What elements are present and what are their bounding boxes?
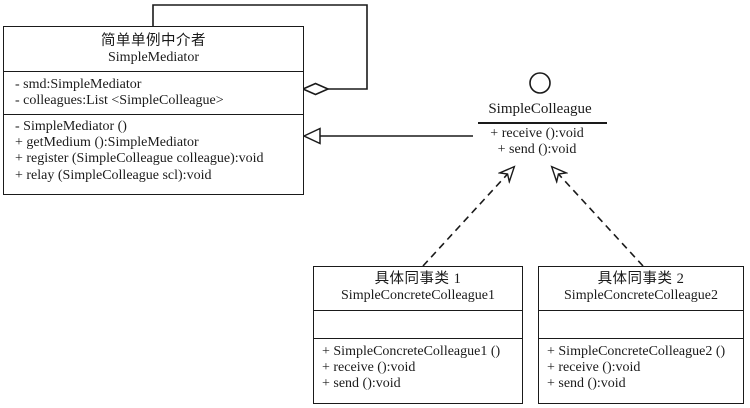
method-line: + relay (SimpleColleague scl):void (15, 167, 212, 183)
attribute-line: - colleagues:List <SimpleColleague> (15, 92, 224, 108)
class-attributes-compartment (314, 311, 522, 339)
class-name-en: SimpleConcreteColleague2 (564, 288, 718, 303)
class-box-simpleconcretecolleague2: 具体同事类 2 SimpleConcreteColleague2 + Simpl… (538, 266, 744, 404)
attribute-line: - smd:SimpleMediator (15, 76, 142, 92)
class-box-simpleconcretecolleague1: 具体同事类 1 SimpleConcreteColleague1 + Simpl… (313, 266, 523, 404)
method-line: - SimpleMediator () (15, 119, 127, 134)
class-title-compartment: 简单单例中介者 SimpleMediator (4, 27, 303, 72)
realization-connector-1 (422, 167, 514, 267)
colleague-to-mediator-connector (302, 127, 473, 145)
class-attributes-compartment (539, 311, 743, 339)
method-line: + receive ():void (322, 360, 416, 376)
class-name-cn: 具体同事类 2 (597, 271, 685, 287)
interface-method-line: + send ():void (497, 142, 577, 157)
method-line: + send ():void (322, 376, 401, 392)
class-attributes-compartment: - smd:SimpleMediator - colleagues:List <… (4, 72, 303, 115)
method-line: + getMedium ():SimpleMediator (15, 135, 199, 151)
self-aggregation-connector (152, 4, 368, 96)
class-methods-compartment: - SimpleMediator () + getMedium ():Simpl… (4, 115, 303, 184)
class-box-simplemediator: 简单单例中介者 SimpleMediator - smd:SimpleMedia… (3, 26, 304, 195)
class-methods-compartment: + SimpleConcreteColleague2 () + receive … (539, 339, 743, 393)
aggregation-diamond-icon (301, 82, 330, 96)
method-line: + SimpleConcreteColleague2 () (547, 344, 726, 359)
class-title-compartment: 具体同事类 2 SimpleConcreteColleague2 (539, 267, 743, 311)
class-methods-compartment: + SimpleConcreteColleague1 () + receive … (314, 339, 522, 393)
realization-connector-2 (552, 167, 644, 267)
interface-method-line: + receive ():void (490, 126, 584, 141)
class-name-cn: 简单单例中介者 (101, 33, 206, 49)
method-line: + register (SimpleColleague colleague):v… (15, 151, 264, 167)
interface-name: SimpleColleague (488, 101, 592, 117)
method-line: + SimpleConcreteColleague1 () (322, 344, 501, 359)
interface-lollipop-icon (529, 72, 551, 94)
class-name-en: SimpleMediator (108, 50, 199, 65)
class-title-compartment: 具体同事类 1 SimpleConcreteColleague1 (314, 267, 522, 311)
method-line: + receive ():void (547, 360, 641, 376)
class-name-en: SimpleConcreteColleague1 (341, 288, 495, 303)
class-name-cn: 具体同事类 1 (374, 271, 462, 287)
method-line: + send ():void (547, 376, 626, 392)
open-triangle-arrowhead-icon (302, 127, 321, 145)
